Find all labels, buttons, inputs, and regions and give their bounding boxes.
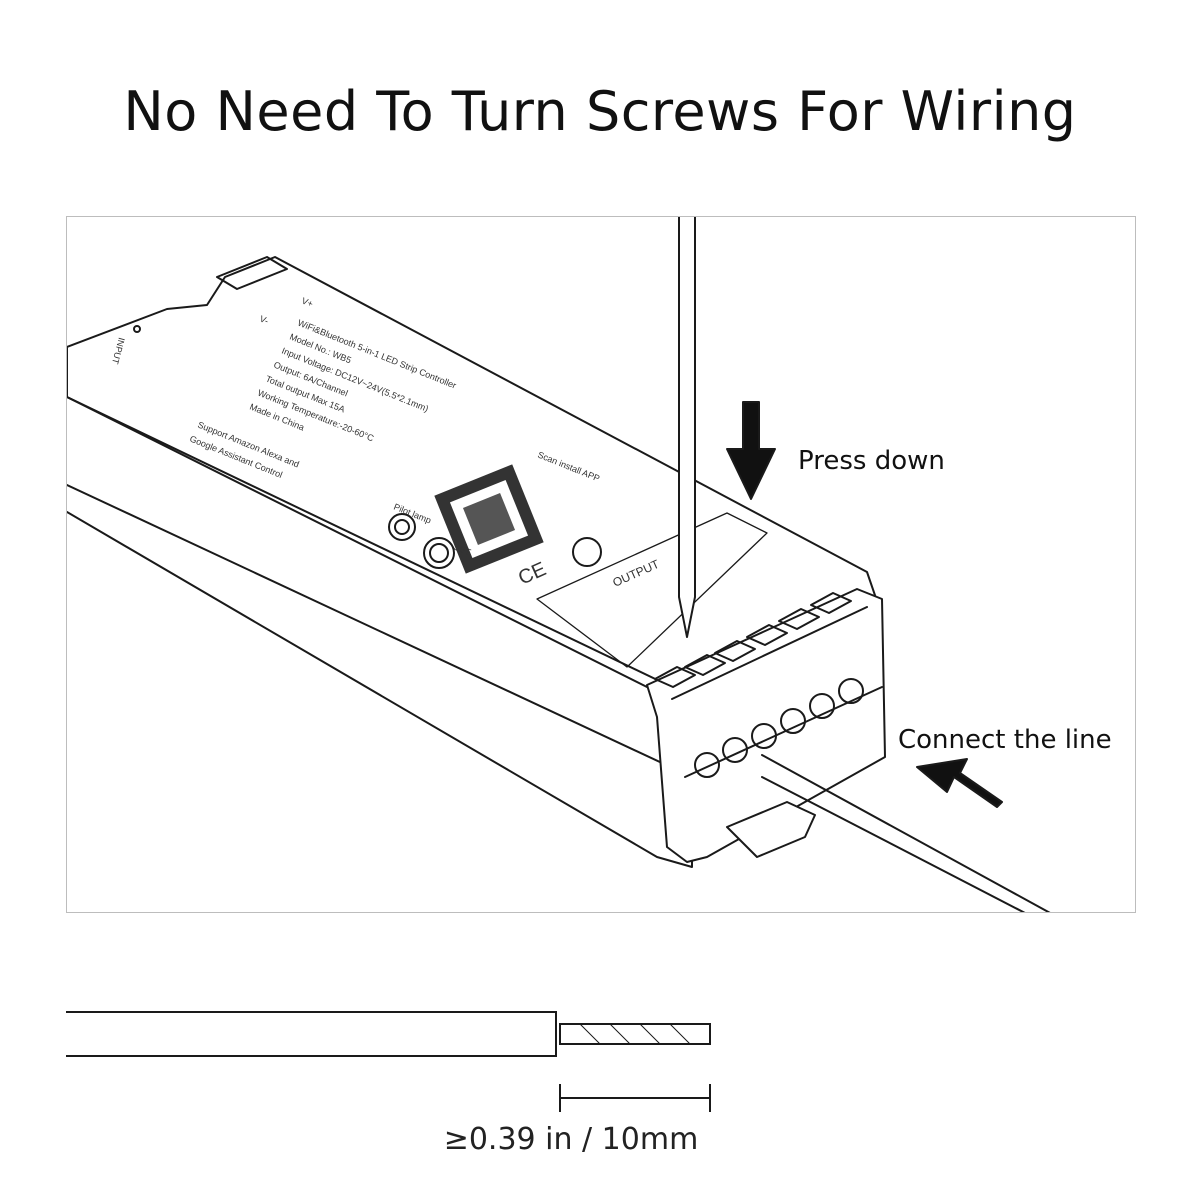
- strip-length-diagram: [66, 1011, 711, 1112]
- stripped-conductor: [559, 1023, 711, 1045]
- connect-arrow: [916, 758, 1003, 808]
- wiring-illustration-panel: WiFi&Bluetooth 5-in-1 LED Strip Controll…: [66, 216, 1136, 913]
- connect-line-label: Connect the line: [898, 725, 1112, 755]
- terminal-hole: [780, 708, 806, 734]
- input-jack: [216, 256, 288, 290]
- pilot-lamp: [388, 513, 416, 541]
- device-front-face: [67, 484, 693, 868]
- strip-dimension-label: ≥0.39 in / 10mm: [443, 1122, 699, 1157]
- terminal-hole: [722, 737, 748, 763]
- screwdriver: [678, 217, 696, 638]
- svg-text:V+: V+: [300, 296, 314, 309]
- controller-diagram: WiFi&Bluetooth 5-in-1 LED Strip Controll…: [67, 217, 1051, 912]
- mounting-tab: [726, 801, 816, 858]
- rohs-badge: [572, 537, 602, 567]
- set-button: [423, 537, 455, 569]
- page-title: No Need To Turn Screws For Wiring: [123, 80, 1077, 143]
- terminal-levers: [654, 592, 852, 688]
- press-down-arrow: [726, 401, 776, 500]
- terminal-block: [646, 588, 886, 863]
- dimension-line: [559, 1084, 711, 1112]
- terminal-hole: [809, 693, 835, 719]
- terminal-hole: [838, 678, 864, 704]
- device-top-face: [67, 256, 880, 688]
- wire-insulation: [66, 1011, 557, 1057]
- output-label-table: [536, 512, 768, 668]
- svg-text:V-: V-: [258, 314, 270, 326]
- terminal-hole: [694, 752, 720, 778]
- terminal-hole: [751, 723, 777, 749]
- cable: [761, 754, 1051, 912]
- press-down-label: Press down: [798, 446, 945, 476]
